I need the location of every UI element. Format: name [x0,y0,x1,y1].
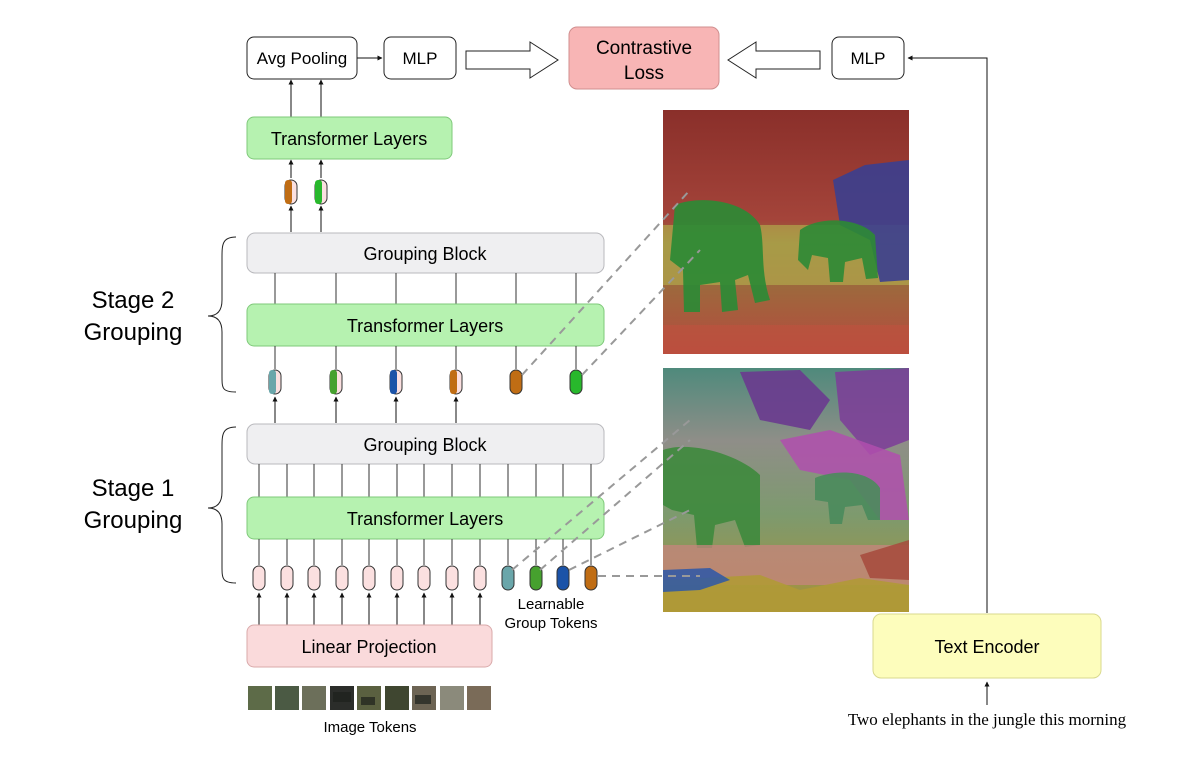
learnable-tokens-label-line2: Group Tokens [504,615,597,632]
stage1-image-tokens [252,565,487,591]
text-encoder-label: Text Encoder [934,637,1039,657]
stage1-transformer-box: Transformer Layers [246,496,605,540]
stage2-transformer-label: Transformer Layers [347,316,503,336]
stage1-grouping-block: Grouping Block [246,423,605,465]
contrastive-loss-label-line1: Contrastive [596,38,692,59]
text-mlp-label: MLP [851,49,886,68]
stage1-label-line2: Grouping [84,507,183,534]
stage2-connectors [274,273,577,305]
projection-to-tokens-arrows [256,592,483,625]
text-mlp-box: MLP [831,36,905,80]
stage1-label-line1: Stage 1 [92,475,175,502]
image-to-loss-hollow-arrow [465,41,559,79]
contrastive-loss-box: Contrastive Loss [568,26,720,90]
stage2-tokens [268,369,583,395]
image-tokens-label: Image Tokens [323,719,416,736]
stage1-segmentation-image [663,368,909,612]
avg-pooling-label: Avg Pooling [257,49,347,68]
text-encoder-box: Text Encoder [872,613,1102,679]
token-region-dashed-links [511,189,701,577]
stage1-brace [207,426,237,584]
avg-pooling-box: Avg Pooling [246,36,358,80]
input-caption: Two elephants in the jungle this morning [848,710,1127,729]
stage2-token-links [274,346,577,369]
stage2-learnable-token-green [569,369,583,395]
final-group-tokens [284,159,328,232]
final-transformer-box: Transformer Layers [246,116,453,160]
stage2-grouping-label: Grouping Block [363,244,487,264]
image-mlp-label: MLP [403,49,438,68]
contrastive-loss-label-line2: Loss [624,63,664,84]
text-to-loss-hollow-arrow [727,41,821,79]
text-encoder-to-mlp-arrow [907,55,988,613]
stage2-learnable-token-orange [509,369,523,395]
stage1-transformer-label: Transformer Layers [347,509,503,529]
stage1-connectors [258,464,592,498]
stage1-to-stage2-arrows [272,396,459,423]
stage2-segmentation-image [663,110,909,354]
stage2-transformer-box: Transformer Layers [246,303,605,347]
stage2-brace [207,236,237,393]
learnable-tokens-label-line1: Learnable [518,596,585,613]
final-transformer-label: Transformer Layers [271,129,427,149]
stage2-label-line1: Stage 2 [92,287,175,314]
stage2-label-line2: Grouping [84,319,183,346]
image-token-patches [248,686,491,710]
linear-projection-label: Linear Projection [301,637,436,657]
stage1-learnable-group-tokens [501,565,598,591]
stage2-grouping-block: Grouping Block [246,232,605,274]
stage1-grouping-label: Grouping Block [363,435,487,455]
image-mlp-box: MLP [383,36,457,80]
stage1-token-links [258,539,592,565]
linear-projection-box: Linear Projection [246,624,493,668]
